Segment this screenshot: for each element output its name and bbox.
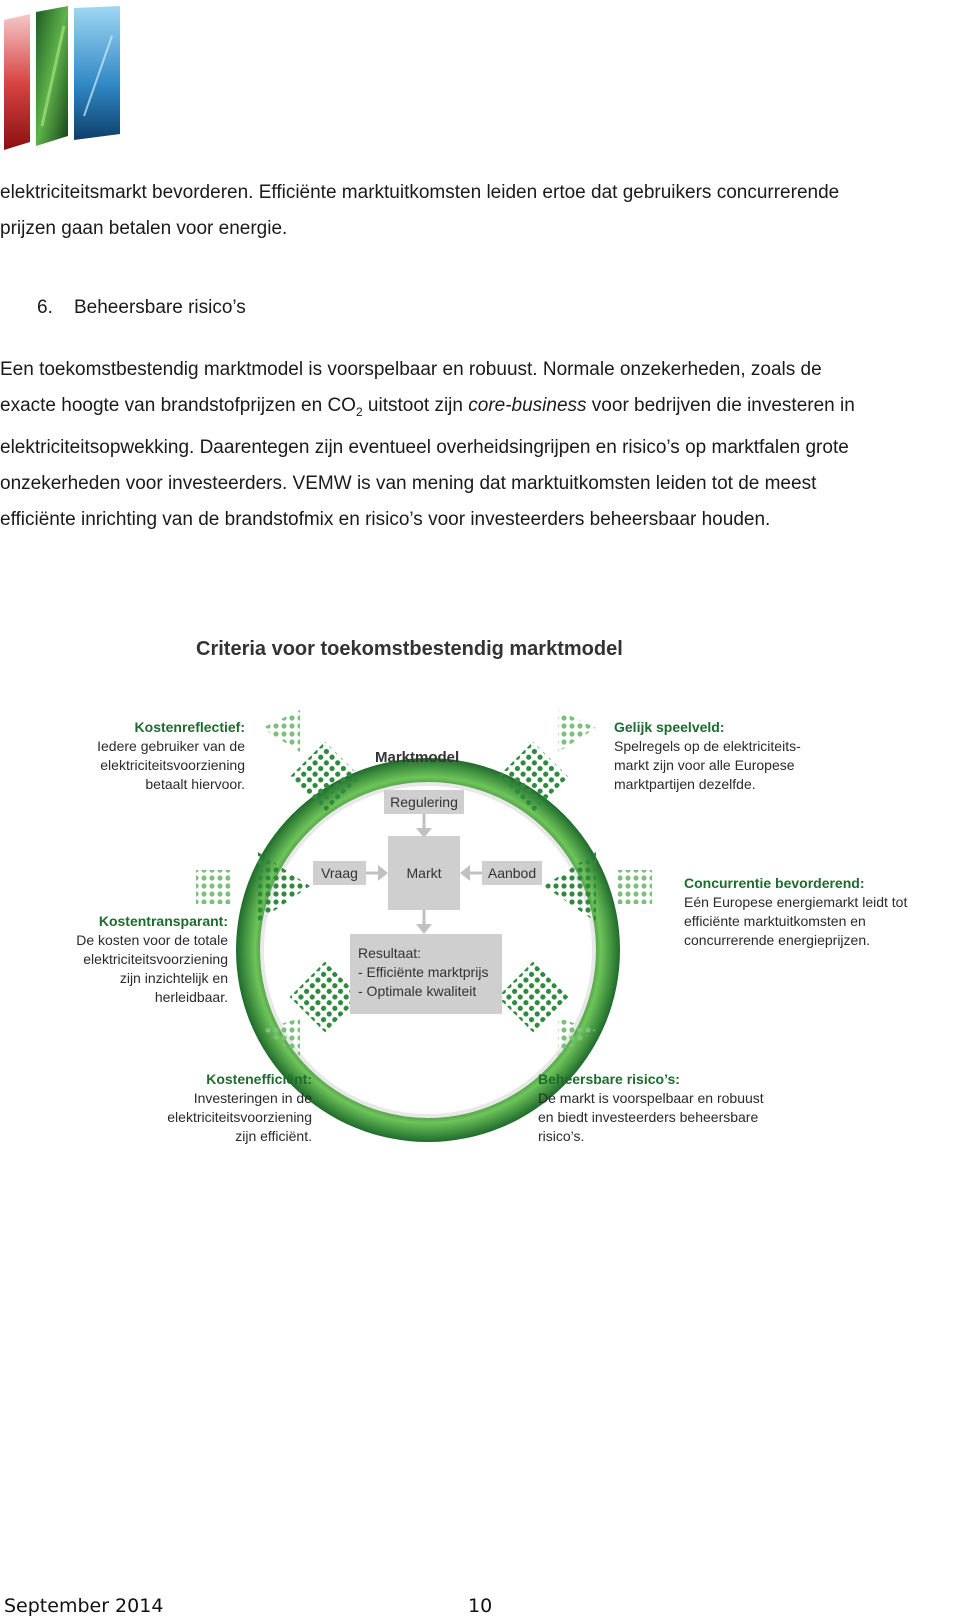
dot-cluster [289,961,361,1033]
criterion-line: zijn efficiënt. [235,1128,312,1144]
paragraph-intro: elektriciteitsmarkt bevorderen. Efficiën… [0,175,955,247]
criterion-title: Gelijk speelveld: [614,719,725,735]
dot-cluster [258,852,310,922]
criterion-title: Kostenreflectief: [134,719,245,735]
criterion-title: Concurrentie bevorderend: [684,875,865,891]
vraag-box: Vraag [313,861,366,885]
criterion-line: Investeringen in de [193,1090,312,1106]
criterion-beheersbare-risicos: Beheersbare risico’s: De markt is voorsp… [538,1070,798,1146]
criterion-concurrentie: Concurrentie bevorderend: Eén Europese e… [684,874,934,950]
resultaat-box: Resultaat: - Efficiënte marktprijs - Opt… [350,934,502,1014]
dot-cluster [544,852,596,922]
criterion-line: efficiënte marktuitkomsten en [684,913,866,929]
criterion-line: Iedere gebruiker van de [97,738,245,754]
footer-page-number: 10 [468,1595,493,1617]
text-line: exacte hoogte van brandstofprijzen en CO [0,395,356,416]
criterion-line: elektriciteitsvoorziening [83,951,228,967]
dot-cluster [262,1018,300,1056]
section-number: 6. [37,297,53,318]
section-title: Beheersbare risico’s [74,297,246,318]
text-line: elektriciteitsopwekking. Daarentegen zij… [0,436,849,458]
criterion-kostentransparant: Kostentransparant: De kosten voor de tot… [40,912,228,1007]
criterion-line: De markt is voorspelbaar en robuust [538,1090,764,1106]
marktmodel-title: Marktmodel [375,749,460,766]
resultaat-title: Resultaat: [358,945,422,961]
dot-cluster [196,870,230,904]
criterion-line: zijn inzichtelijk en [119,970,228,986]
text-line: voor bedrijven die investeren in [586,395,855,416]
criterion-line: en biedt investeerders beheersbare [538,1109,759,1125]
criterion-line: Eén Europese energiemarkt leidt tot [684,894,908,910]
market-model-diagram: Marktmodel Regulering Vraag Markt Aanbod… [0,690,960,1200]
criterion-line: betaalt hiervoor. [145,776,245,792]
markt-box: Markt [388,836,460,910]
dot-cluster [618,870,652,904]
criterion-line: herleidbaar. [154,989,228,1005]
paragraph-risks: Een toekomstbestendig marktmodel is voor… [0,352,955,538]
text-line: prijzen gaan betalen voor energie. [0,218,288,239]
resultaat-line: - Efficiënte marktprijs [358,964,489,980]
criterion-kostenefficient: Kostenefficiënt: Investeringen in de ele… [120,1070,312,1146]
text-line: efficiënte inrichting van de brandstofmi… [0,508,771,530]
dot-cluster [558,710,596,752]
criterion-kostenreflectief: Kostenreflectief: Iedere gebruiker van d… [60,718,245,794]
criterion-line: risico’s. [538,1128,585,1144]
dot-cluster [558,1018,596,1056]
figure-title: Criteria voor toekomstbestendig marktmod… [196,638,623,660]
dot-cluster [262,710,300,752]
criterion-title: Kostenefficiënt: [206,1071,312,1087]
text-line: Een toekomstbestendig marktmodel is voor… [0,359,822,380]
text-line: uitstoot zijn [362,395,469,416]
criterion-title: Kostentransparant: [98,913,228,929]
criterion-line: markt zijn voor alle Europese [614,757,795,773]
resultaat-line: - Optimale kwaliteit [358,983,477,999]
dot-cluster [497,961,569,1033]
criterion-line: marktpartijen dezelfde. [614,776,756,792]
company-logo [4,6,120,150]
text-line: elektriciteitsmarkt bevorderen. Efficiën… [0,182,840,203]
criterion-line: elektriciteitsvoorziening [167,1109,312,1125]
regulering-box: Regulering [384,790,464,814]
criterion-line: elektriciteitsvoorziening [100,757,245,773]
emphasis: core-business [468,395,587,416]
footer-date: September 2014 [4,1595,164,1617]
criterion-title: Beheersbare risico’s: [538,1071,680,1087]
text-line: onzekerheden voor investeerders. VEMW is… [0,472,817,494]
criterion-line: De kosten voor de totale [76,932,228,948]
section-heading: 6. Beheersbare risico’s [37,290,246,326]
criterion-line: Spelregels op de elektriciteits- [614,738,801,754]
subscript: 2 [355,404,363,419]
aanbod-box: Aanbod [482,861,542,885]
criterion-gelijk-speelveld: Gelijk speelveld: Spelregels op de elekt… [614,718,834,794]
criterion-line: concurrerende energieprijzen. [684,932,870,948]
